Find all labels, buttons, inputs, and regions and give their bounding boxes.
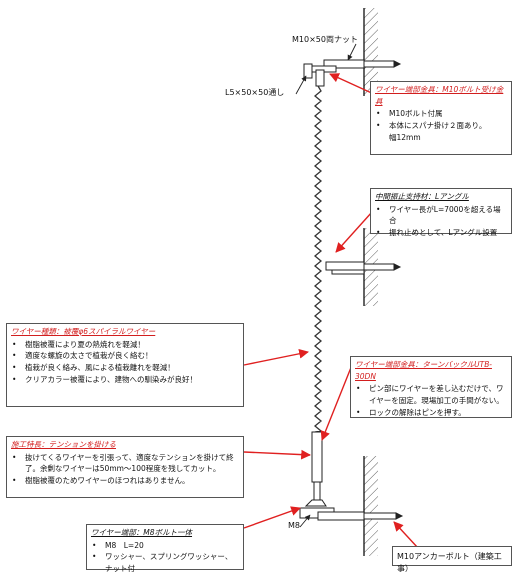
callout-item: •ワイヤー長がL=7000を超える場合	[376, 204, 501, 226]
callout-subnote: 幅12mm	[389, 132, 421, 142]
callout-item: •振れ止めとして、Lアングル設置	[376, 227, 498, 237]
label-leaders	[295, 43, 357, 528]
callout-top-fitting: ワイヤー端部金具：M10ボルト受け金具 •M10ボルト付属 •本体にスパナ掛け２…	[370, 81, 512, 155]
callout-anchor-bolt: M10アンカーボルト（建築工事）	[392, 546, 512, 573]
wall-top	[363, 8, 378, 96]
m8-label: M8	[288, 521, 300, 530]
top-bracket	[303, 59, 402, 87]
callout-title: ワイヤー端部金具：M10ボルト受け金具	[375, 85, 504, 106]
angle-label: L5×50×50通し	[225, 88, 285, 97]
callout-wire-material: ワイヤー種類：被覆φ6スパイラルワイヤー •樹脂被覆により夏の熱焼れを軽減！ •…	[6, 323, 244, 407]
callout-title: 施工特長：テンションを掛ける	[11, 440, 116, 449]
callout-construction: 施工特長：テンションを掛ける •抜けてくるワイヤーを引張って、適度なテンションを…	[6, 436, 244, 498]
callout-item: •適度な螺旋の太さで植栽が良く絡む！	[12, 351, 153, 361]
callout-item: •M10ボルト付属	[376, 109, 443, 119]
callout-item: •M8 L=20	[92, 540, 144, 550]
callout-title: 中間振止支持材：Lアングル	[375, 192, 469, 201]
callout-item: •植栽が良く絡み、風による植栽離れを軽減！	[12, 362, 175, 372]
callout-middle-support: 中間振止支持材：Lアングル •ワイヤー長がL=7000を超える場合 •振れ止めと…	[370, 188, 512, 237]
callout-arrows	[243, 73, 419, 549]
callout-item: •本体にスパナ掛け２面あり。 幅12mm	[375, 120, 507, 143]
callout-item: •樹脂被覆のためワイヤーのほつれはありません。	[12, 475, 190, 485]
callout-bottom-end: ワイヤー端部：M8ボルト一体 •M8 L=20 •ワッシャー、スプリングワッシャ…	[86, 524, 244, 573]
callout-title: ワイヤー端部金具：ターンバックルUTB-30DN	[355, 360, 492, 381]
anchor-bolt-label: M10アンカーボルト（建築工事）	[397, 552, 502, 574]
callout-item: •樹脂被覆により夏の熱焼れを軽減！	[12, 339, 145, 349]
nut-label: M10×50両ナット	[292, 35, 358, 44]
callout-item: •クリアカラー被覆により、建物への馴染みが良好！	[12, 374, 198, 384]
middle-angle-support	[325, 261, 402, 275]
callout-title: ワイヤー端部：M8ボルト一体	[91, 528, 193, 537]
callout-turnbuckle: ワイヤー端部金具：ターンバックルUTB-30DN •ピン部にワイヤーを差し込むだ…	[350, 356, 512, 418]
callout-item: •ロックの解除はピンを押す。	[356, 407, 466, 417]
callout-item: •抜けてくるワイヤーを引張って、適度なテンションを掛けて終了。余剰なワイヤーは5…	[12, 452, 234, 474]
spiral-wire	[313, 85, 323, 433]
turnbuckle-assembly	[299, 431, 404, 521]
callout-title: ワイヤー種類：被覆φ6スパイラルワイヤー	[11, 327, 156, 336]
callout-item: •ピン部にワイヤーを差し込むだけで、ワイヤーを固定。現場加工の手間がない。	[356, 384, 504, 405]
callout-item: •ワッシャー、スプリングワッシャー、ナット付	[92, 552, 233, 573]
wall-bottom	[363, 456, 378, 556]
